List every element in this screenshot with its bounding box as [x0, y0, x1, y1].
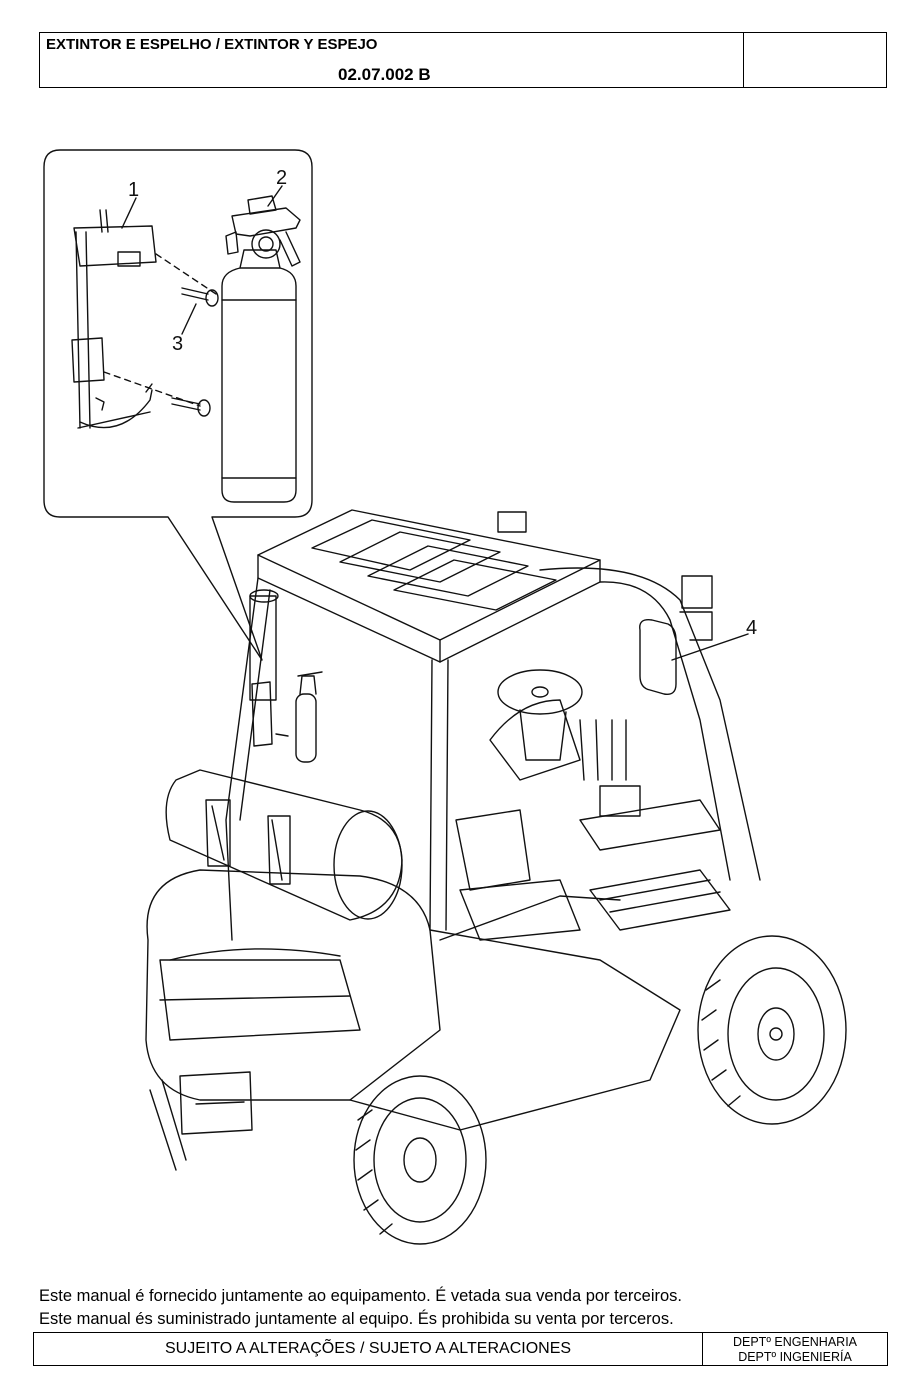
overhead-guard	[257, 509, 761, 881]
callout-1: 1	[128, 179, 139, 201]
mounted-extinguisher	[251, 671, 323, 763]
floor-plate	[589, 869, 731, 931]
callout-leaders	[121, 185, 749, 661]
footer-divider	[702, 1333, 703, 1365]
rear-view-mirror	[639, 575, 713, 695]
front-wheel	[697, 935, 847, 1125]
header-divider	[743, 33, 744, 87]
note-portuguese: Este manual é fornecido juntamente ao eq…	[39, 1287, 682, 1305]
header-box: EXTINTOR E ESPELHO / EXTINTOR Y ESPEJO 0…	[39, 32, 887, 88]
forklift-body	[145, 869, 681, 1135]
note-spanish: Este manual és suministrado juntamente a…	[39, 1310, 674, 1328]
control-levers	[579, 719, 721, 851]
detail-inset-frame	[43, 149, 313, 661]
callout-2: 2	[276, 167, 287, 189]
rear-wheel	[149, 1075, 487, 1245]
forklift-drawing: 1 2 3 4	[43, 149, 847, 1245]
footer-dept-es: DEPTº INGENIERÍA	[738, 1350, 852, 1364]
callout-3: 3	[172, 333, 183, 355]
footer-dept-pt: DEPTº ENGENHARIA	[732, 1335, 858, 1349]
callout-4: 4	[746, 617, 757, 639]
lpg-tank	[165, 769, 403, 921]
document-code: 02.07.002 B	[338, 65, 431, 84]
footer-subject-to-change: SUJEITO A ALTERAÇÕES / SUJETO A ALTERACI…	[164, 1340, 572, 1357]
mounting-screws	[103, 253, 219, 417]
footer-box: SUJEITO A ALTERAÇÕES / SUJETO A ALTERACI…	[33, 1332, 888, 1366]
fire-extinguisher	[221, 195, 301, 503]
extinguisher-bracket	[71, 209, 157, 429]
page-title: EXTINTOR E ESPELHO / EXTINTOR Y ESPEJO	[46, 36, 378, 53]
steering-wheel	[497, 669, 583, 761]
operator-seat	[455, 699, 581, 941]
